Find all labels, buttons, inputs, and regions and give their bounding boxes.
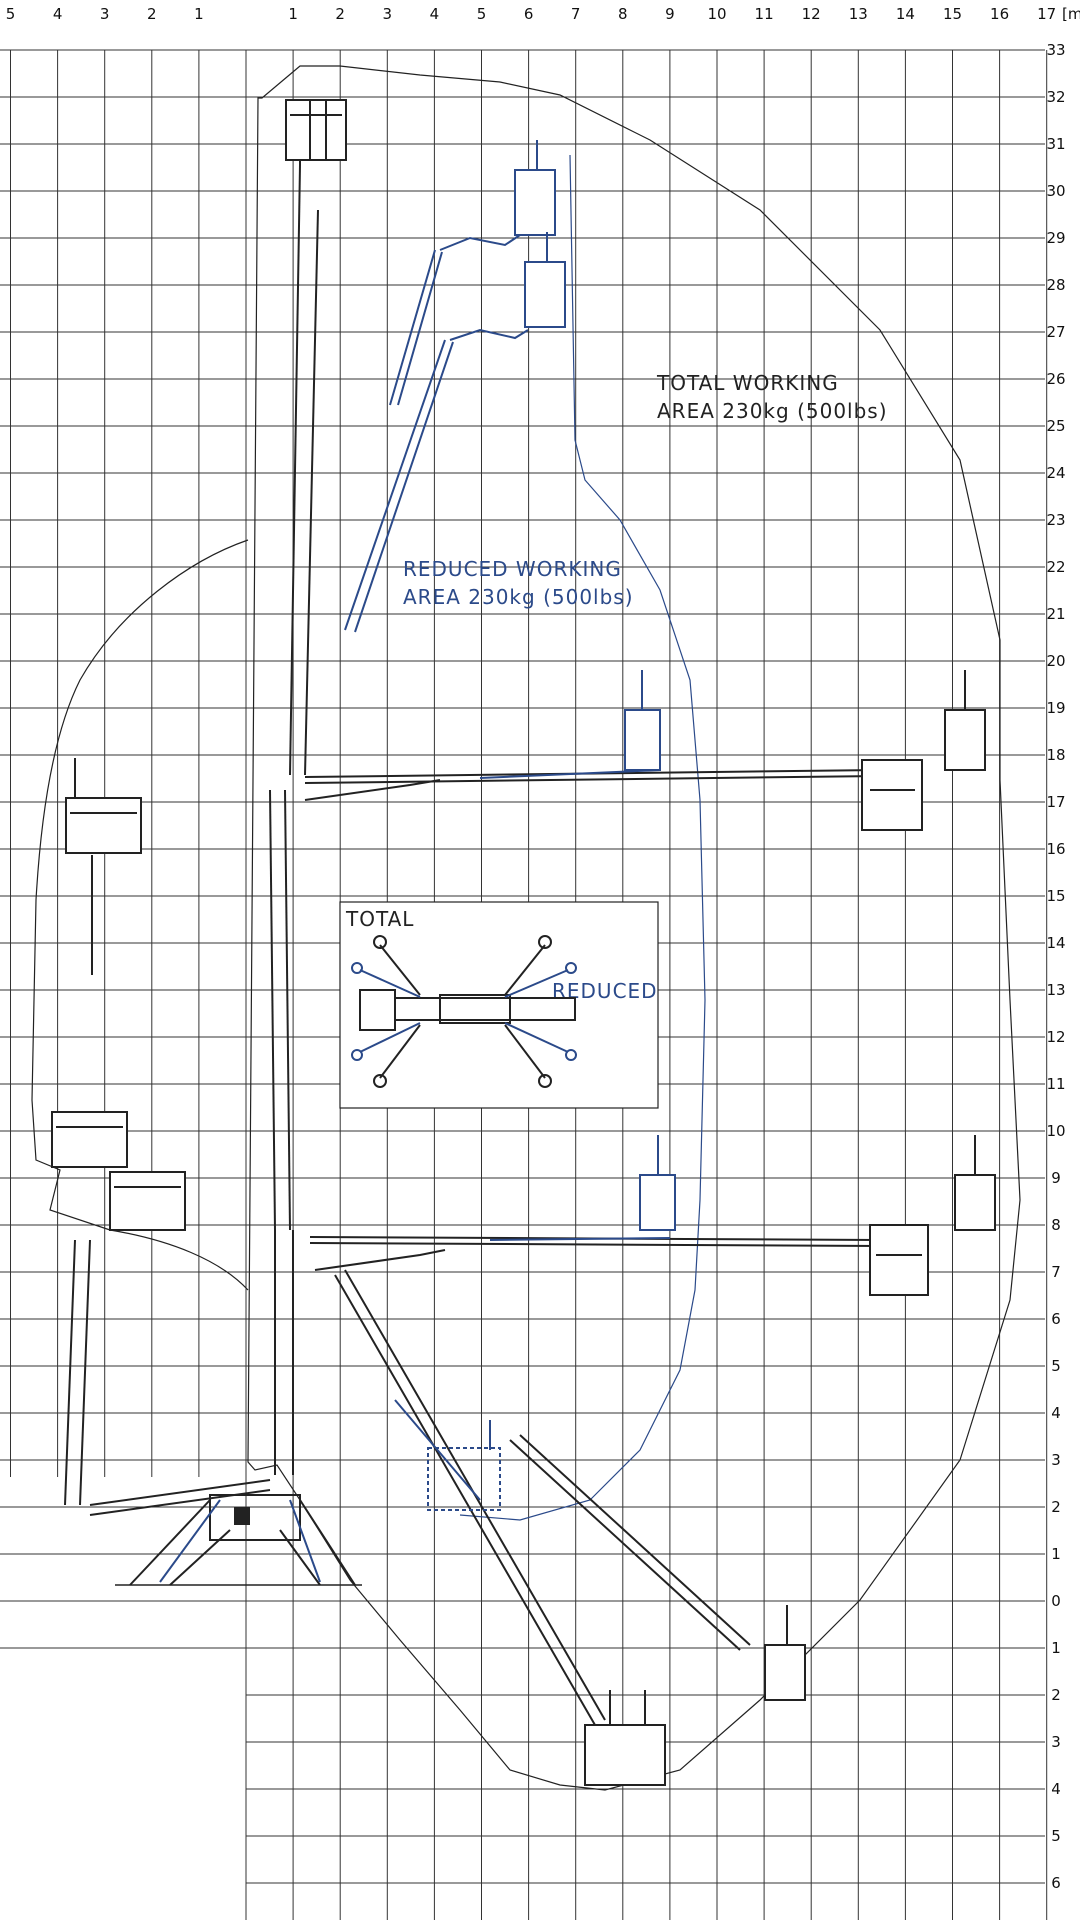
x-axis-unit: [m [1062,5,1080,23]
x-tick-label: 16 [990,5,1009,23]
x-tick-label: 6 [524,5,534,23]
left-working-area-outline [31,539,249,1291]
x-tick-label: 12 [802,5,821,23]
x-tick-label: 10 [707,5,726,23]
y-tick-label: 7 [1051,1263,1061,1281]
y-tick-label: 12 [1046,1028,1065,1046]
total-working-area-label-line1: TOTAL WORKING [656,371,839,395]
x-tick-label: 2 [335,5,345,23]
y-tick-label: 16 [1046,840,1065,858]
boom-horizontal-upper [304,670,986,831]
y-tick-label: 15 [1046,887,1065,905]
x-tick-label: 5 [477,5,487,23]
y-tick-label: 3 [1051,1451,1061,1469]
y-tick-label: 30 [1046,182,1065,200]
y-tick-label: 17 [1046,793,1065,811]
reduced-working-area-outline [459,154,706,1521]
y-tick-label: 9 [1051,1169,1061,1187]
x-tick-label: 1 [194,5,204,23]
inset-total-label: TOTAL [345,907,414,931]
y-tick-label: 6 [1051,1310,1061,1328]
x-tick-label: 11 [755,5,774,23]
y-tick-label: 22 [1046,558,1065,576]
x-tick-label: 3 [383,5,393,23]
boom-left-side [51,758,271,1516]
y-tick-label: 0 [1051,1592,1061,1610]
y-tick-label: 13 [1046,981,1065,999]
y-tick-label: 4 [1051,1780,1061,1798]
y-tick-label: 24 [1046,464,1065,482]
inset-reduced-label: REDUCED [552,979,658,1003]
boom-reduced-upper [344,140,566,633]
machine-base [115,1494,362,1586]
x-tick-label: 1 [288,5,298,23]
stabilizer-plan-view [351,935,577,1088]
x-tick-label: 9 [665,5,675,23]
y-tick-label: 2 [1051,1686,1061,1704]
boom-downward [334,1269,806,1786]
x-tick-label: 15 [943,5,962,23]
x-tick-label: 5 [6,5,16,23]
y-tick-label: 6 [1051,1874,1061,1892]
y-tick-label: 1 [1051,1545,1061,1563]
x-tick-label: 4 [430,5,440,23]
x-tick-label: 13 [849,5,868,23]
y-tick-label: 23 [1046,511,1065,529]
y-tick-label: 5 [1051,1827,1061,1845]
x-tick-label: 3 [100,5,110,23]
x-tick-label: 14 [896,5,915,23]
y-tick-label: 19 [1046,699,1065,717]
y-tick-label: 5 [1051,1357,1061,1375]
y-tick-label: 20 [1046,652,1065,670]
y-tick-label: 33 [1046,41,1065,59]
y-axis-labels: 3332313029282726252423222120191817161514… [1046,41,1065,1892]
y-tick-label: 4 [1051,1404,1061,1422]
y-tick-label: 28 [1046,276,1065,294]
y-tick-label: 14 [1046,934,1065,952]
x-tick-label: 17 [1037,5,1056,23]
reduced-working-area-label-line1: REDUCED WORKING [403,557,622,581]
y-tick-label: 29 [1046,229,1065,247]
y-tick-label: 1 [1051,1639,1061,1657]
y-tick-label: 3 [1051,1733,1061,1751]
y-tick-label: 32 [1046,88,1065,106]
x-tick-label: 2 [147,5,157,23]
y-tick-label: 27 [1046,323,1065,341]
grid [0,49,1048,1920]
reduced-working-area-label-line2: AREA 230kg (500lbs) [403,585,634,609]
y-tick-label: 10 [1046,1122,1065,1140]
y-tick-label: 8 [1051,1216,1061,1234]
y-tick-label: 21 [1046,605,1065,623]
y-tick-label: 11 [1046,1075,1065,1093]
x-tick-label: 8 [618,5,628,23]
y-tick-label: 26 [1046,370,1065,388]
y-tick-label: 31 [1046,135,1065,153]
boom-horizontal-lower [309,1135,996,1296]
y-tick-label: 25 [1046,417,1065,435]
y-tick-label: 18 [1046,746,1065,764]
y-tick-label: 2 [1051,1498,1061,1516]
x-tick-label: 7 [571,5,581,23]
total-working-area-label-line2: AREA 230kg (500lbs) [657,399,888,423]
x-tick-label: 4 [53,5,63,23]
boom-vertical-max-height [269,99,347,1475]
